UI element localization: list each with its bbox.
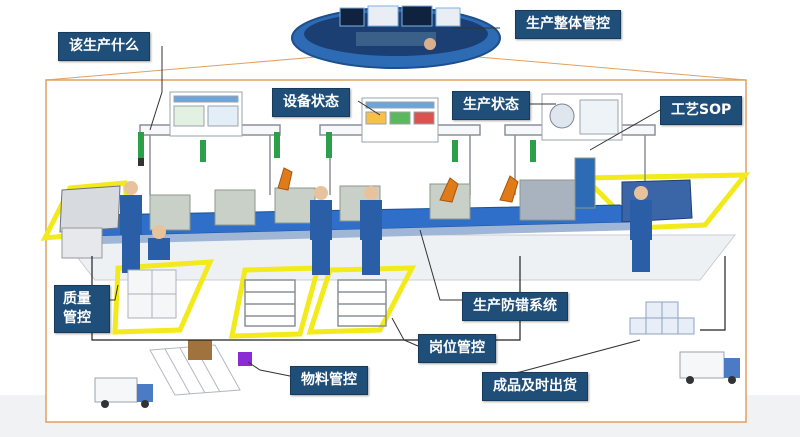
label-quality-control: 质量 管控 xyxy=(54,285,110,333)
dashboard-screens xyxy=(169,91,623,143)
connector-lines xyxy=(100,27,661,379)
label-production-status: 生产状态 xyxy=(452,91,530,120)
perspective-line-right xyxy=(454,54,747,81)
truck-left xyxy=(94,377,153,408)
label-overall-control: 生产整体管控 xyxy=(515,10,621,39)
floor xyxy=(58,234,737,281)
perspective-line-left xyxy=(45,54,341,81)
finished-goods-boxes xyxy=(629,301,695,335)
material-carts xyxy=(244,279,387,327)
truck-right xyxy=(679,351,740,384)
label-quality-line1: 质量 xyxy=(63,291,91,307)
label-process-sop: 工艺SOP xyxy=(660,96,743,125)
label-what-to-produce: 该生产什么 xyxy=(58,32,150,61)
pallet-stack xyxy=(188,340,212,360)
label-equipment-status: 设备状态 xyxy=(272,88,350,117)
label-error-proofing: 生产防错系统 xyxy=(462,292,568,321)
left-table xyxy=(61,227,103,259)
control-room-screens xyxy=(339,5,461,50)
robots xyxy=(277,167,519,203)
label-finished-goods: 成品及时出货 xyxy=(482,372,588,401)
material-unit xyxy=(238,352,252,366)
label-material-control: 物料管控 xyxy=(290,366,368,395)
label-post-control: 岗位管控 xyxy=(418,334,496,363)
andon-lights xyxy=(138,132,536,166)
left-machine xyxy=(59,185,121,233)
workers xyxy=(120,181,652,275)
qc-boxes xyxy=(127,269,177,319)
label-quality-line2: 管控 xyxy=(63,309,91,326)
